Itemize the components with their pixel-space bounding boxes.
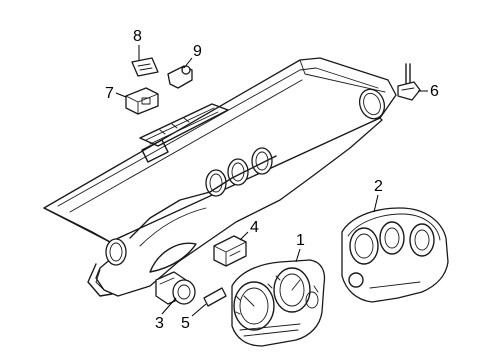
part-6-antenna (397, 63, 421, 101)
instrument-panel (43, 57, 397, 297)
callout-4: 4 (250, 219, 259, 236)
part-1-instrument-cluster (231, 259, 326, 347)
callout-8: 8 (133, 28, 142, 45)
callout-3: 3 (155, 315, 164, 332)
part-9-sensor (167, 65, 193, 89)
part-7-module (125, 87, 159, 115)
callout-5: 5 (181, 315, 190, 332)
callout-1: 1 (296, 232, 305, 249)
part-4-switch (213, 235, 247, 267)
part-5-cover (203, 287, 227, 307)
part-3-ignition-switch (155, 271, 196, 305)
part-2-cluster-bezel (341, 207, 449, 303)
part-8-bracket (131, 57, 159, 77)
callout-2: 2 (374, 178, 383, 195)
callout-7: 7 (105, 85, 114, 102)
callout-9: 9 (193, 43, 202, 60)
callout-labels: 8 9 7 6 2 4 1 3 5 (105, 28, 439, 332)
callout-6: 6 (430, 83, 439, 100)
